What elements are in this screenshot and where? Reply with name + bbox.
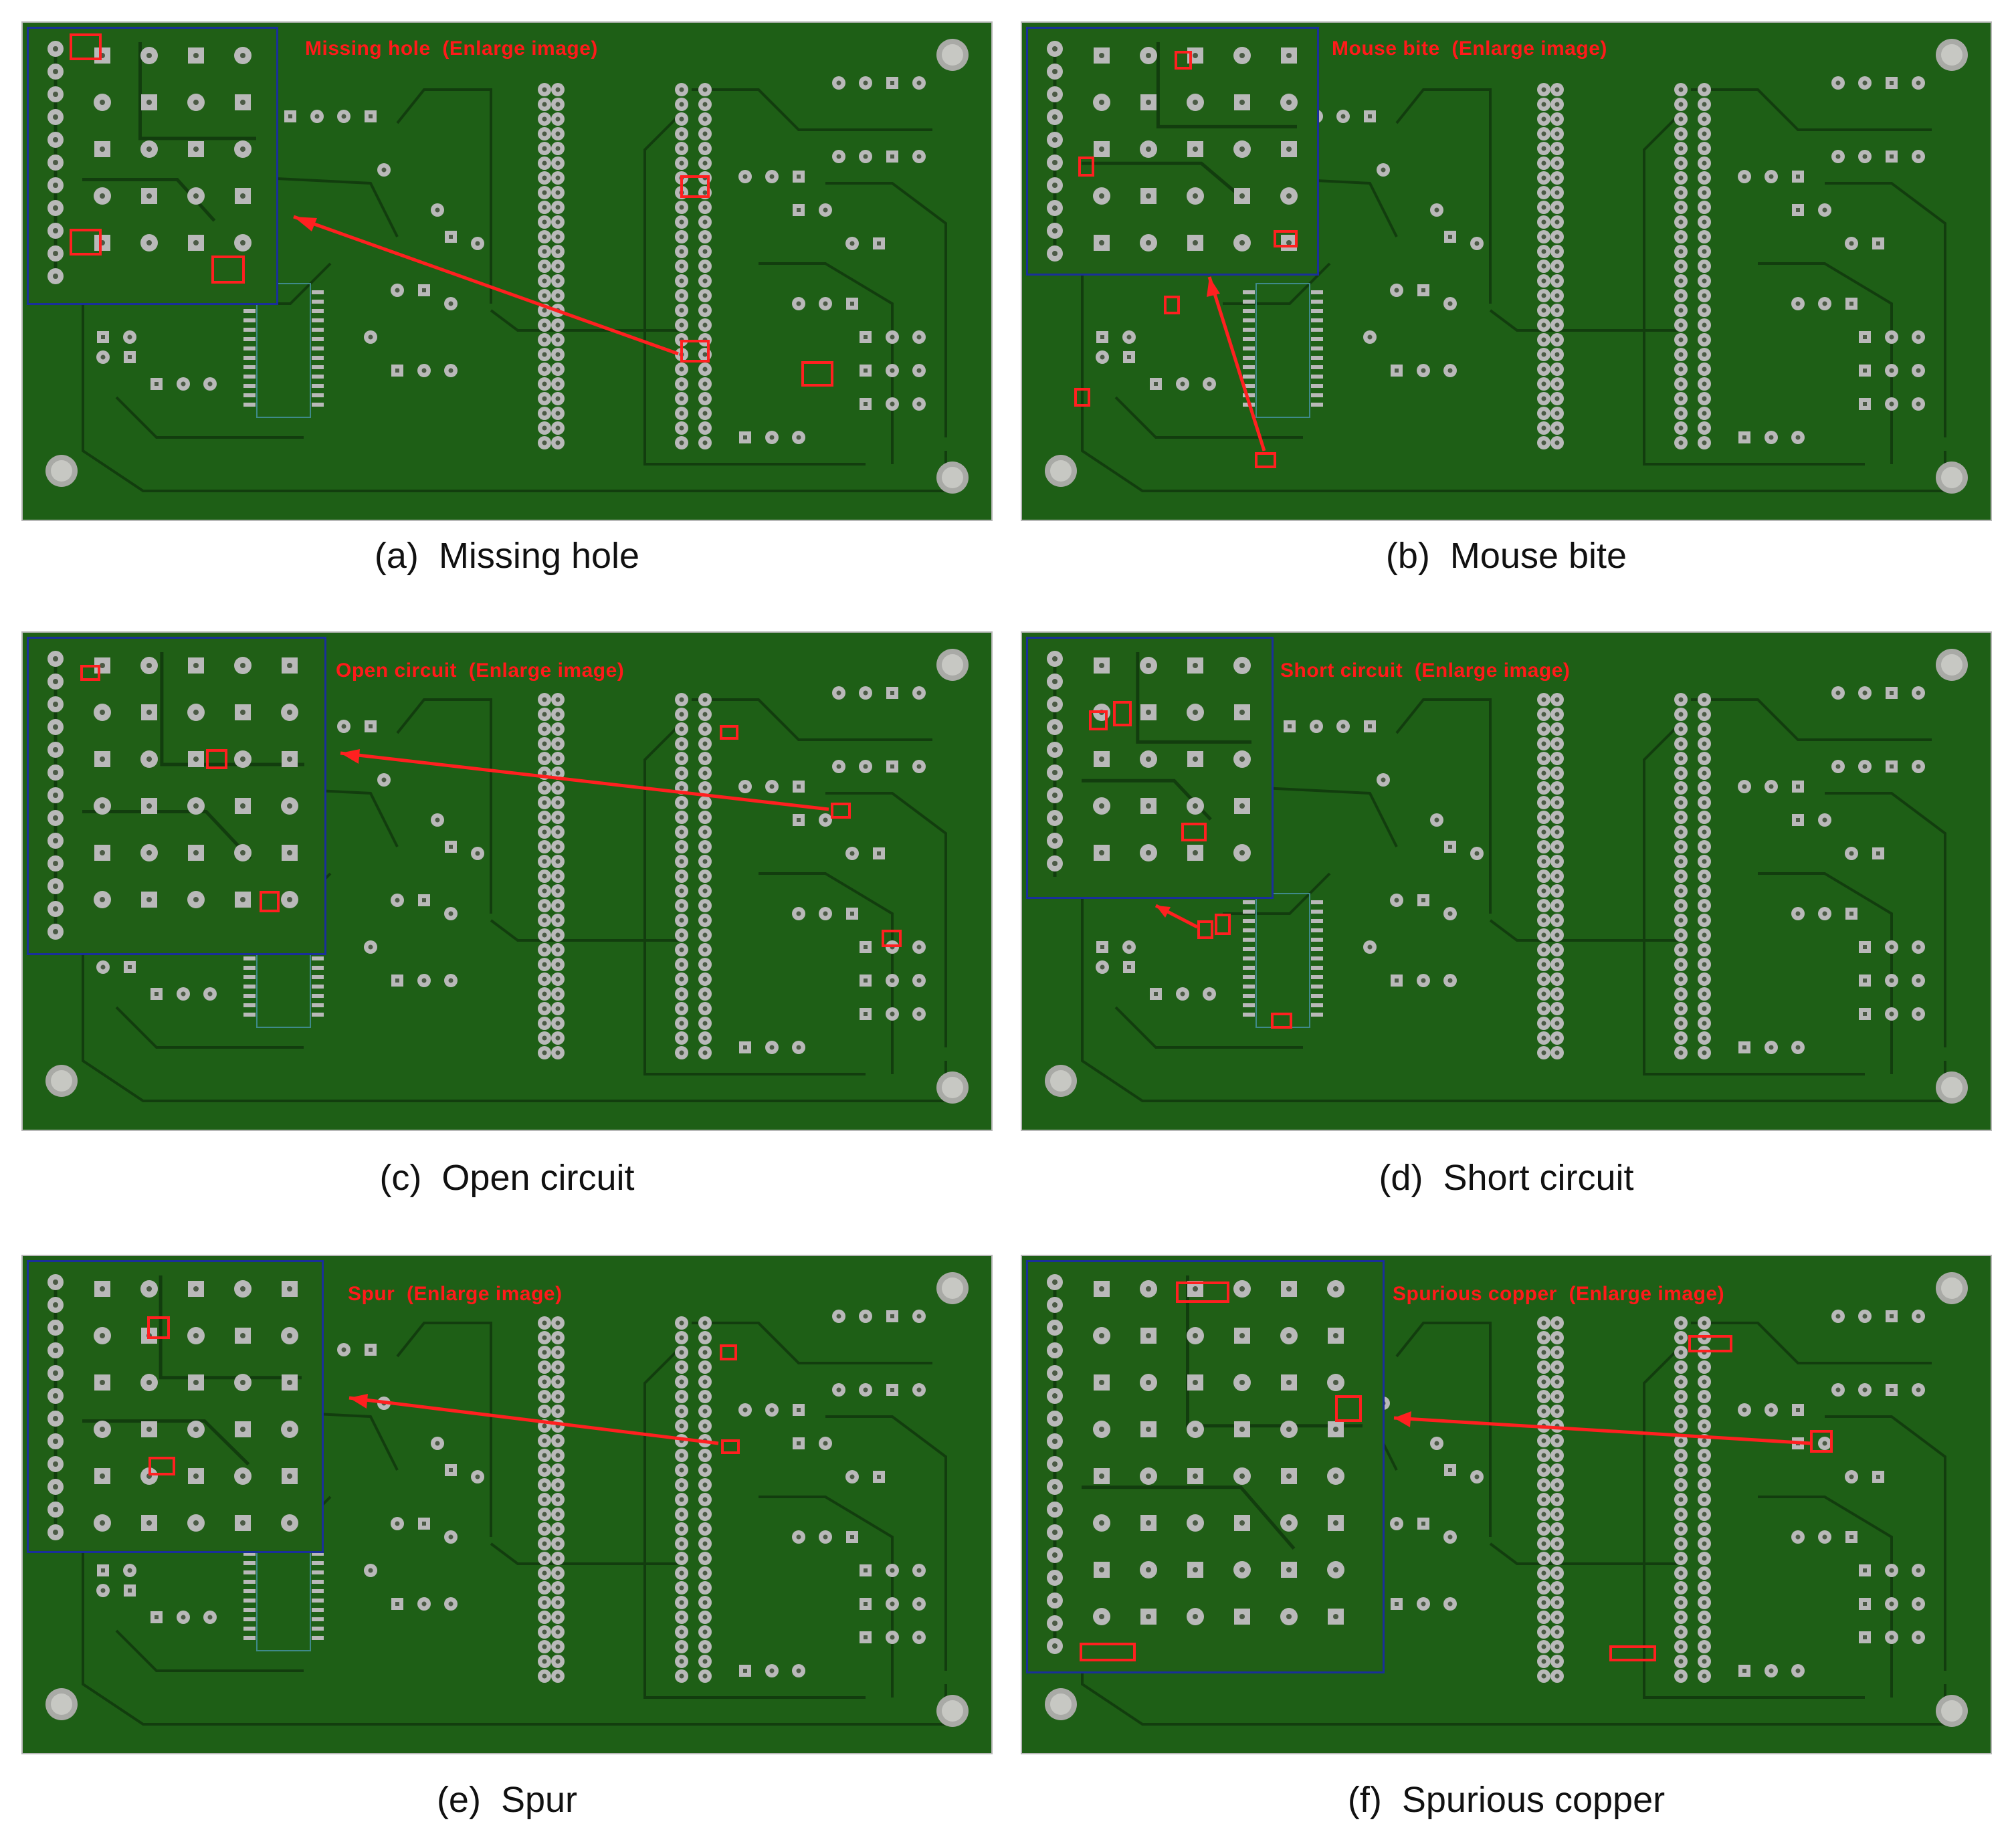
enlarge-label: Short circuit (Enlarge image) — [1280, 659, 1571, 682]
pcb-panel-spur: Spur (Enlarge image) — [23, 1256, 991, 1753]
enlarged-inset — [27, 637, 326, 955]
pcb-trace — [759, 1496, 894, 1698]
pcb-trace — [1758, 872, 1893, 1074]
pcb-trace — [1758, 1496, 1893, 1698]
pcb-trace — [396, 88, 492, 304]
enlarge-label: Spurious copper (Enlarge image) — [1393, 1283, 1725, 1305]
pcb-panel-spurious-copper: Spurious copper (Enlarge image) — [1022, 1256, 1991, 1753]
pcb-trace — [1691, 698, 1932, 741]
pcb-trace — [692, 1322, 932, 1364]
pcb-trace — [1825, 792, 1946, 1047]
enlarged-inset — [1026, 1260, 1385, 1673]
pcb-trace — [1825, 1415, 1946, 1671]
pcb-trace — [759, 872, 894, 1074]
pcb-trace — [825, 182, 947, 437]
pcb-trace — [643, 725, 866, 1075]
pcb-trace — [1758, 262, 1893, 464]
enlarge-label: Missing hole (Enlarge image) — [305, 37, 598, 60]
enlarged-inset — [1026, 27, 1319, 276]
pcb-trace — [1643, 725, 1865, 1075]
pcb-trace — [1395, 698, 1492, 914]
pcb-trace — [759, 262, 894, 464]
caption-b: (b) Mouse bite — [1385, 536, 1627, 576]
enlarge-label: Spur (Enlarge image) — [348, 1283, 563, 1305]
pcb-trace — [1395, 88, 1492, 304]
caption-a: (a) Missing hole — [374, 536, 640, 576]
pcb-trace — [1114, 1006, 1303, 1049]
caption-c: (c) Open circuit — [379, 1158, 635, 1198]
pcb-trace — [1691, 88, 1932, 131]
caption-e: (e) Spur — [436, 1780, 578, 1820]
pcb-trace — [490, 919, 678, 942]
pcb-panel-open-circuit: Open circuit (Enlarge image) — [23, 633, 991, 1130]
pcb-trace — [1489, 1542, 1678, 1565]
pcb-trace — [692, 698, 932, 741]
caption-d: (d) Short circuit — [1379, 1158, 1634, 1198]
pcb-trace — [115, 1006, 304, 1049]
pcb-trace — [115, 1629, 304, 1672]
pcb-trace — [692, 88, 932, 131]
pcb-panel-mouse-bite: Mouse bite (Enlarge image) — [1022, 23, 1991, 520]
pcb-trace — [490, 1542, 678, 1565]
pcb-trace — [1691, 1322, 1932, 1364]
pcb-panel-short-circuit: Short circuit (Enlarge image) — [1022, 633, 1991, 1130]
pcb-trace — [115, 396, 304, 439]
pcb-trace — [825, 1415, 947, 1671]
pcb-trace — [825, 792, 947, 1047]
pcb-trace — [1489, 919, 1678, 942]
enlarged-inset — [27, 27, 278, 305]
pcb-trace — [1825, 182, 1946, 437]
pcb-trace — [1489, 309, 1678, 332]
enlarge-label: Open circuit (Enlarge image) — [336, 659, 625, 682]
pcb-panel-missing-hole: Missing hole (Enlarge image) — [23, 23, 991, 520]
pcb-trace — [1643, 115, 1865, 466]
pcb-trace — [1643, 1348, 1865, 1699]
pcb-trace — [643, 1348, 866, 1699]
enlarge-label: Mouse bite (Enlarge image) — [1332, 37, 1607, 60]
enlarged-inset — [27, 1260, 324, 1553]
enlarged-inset — [1026, 637, 1274, 899]
caption-f: (f) Spurious copper — [1347, 1780, 1666, 1820]
